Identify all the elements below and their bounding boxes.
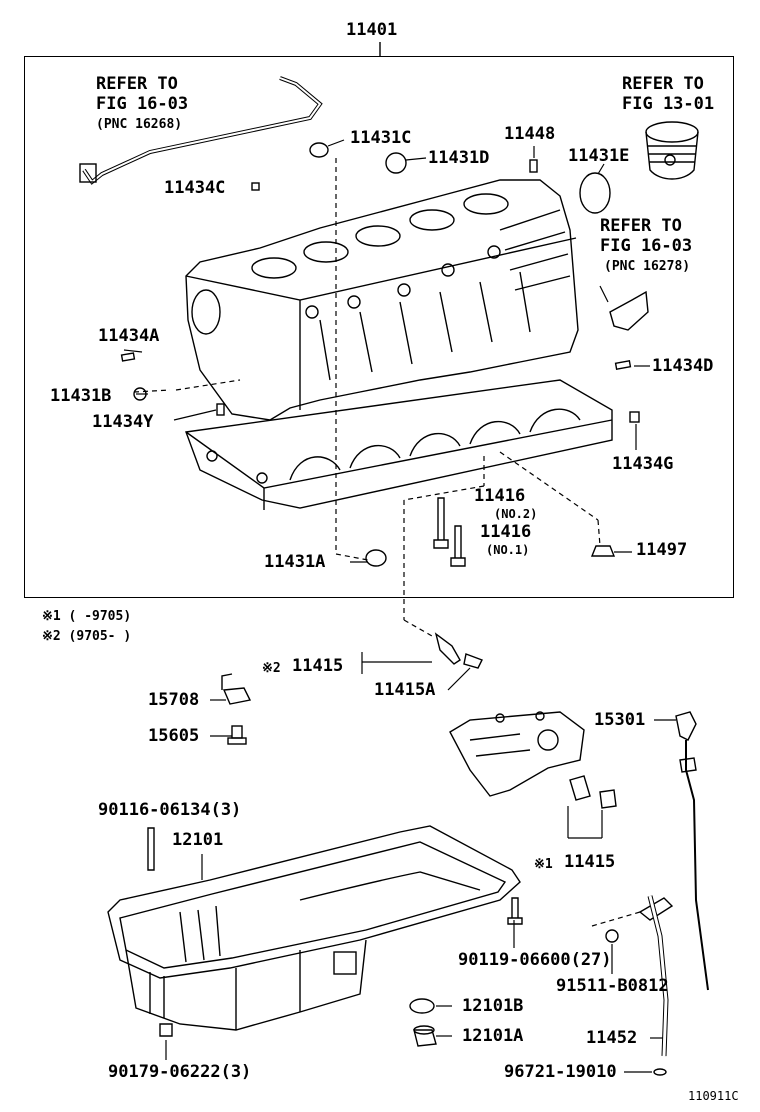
solid-leaders bbox=[123, 139, 676, 1073]
hose-fitting bbox=[79, 163, 97, 183]
bolt-11416-no2 bbox=[433, 497, 449, 549]
refer-right-top-line2: FIG 13-01 bbox=[622, 94, 715, 114]
label-15605: 15605 bbox=[148, 726, 200, 746]
mark-2: ※2 bbox=[262, 661, 281, 676]
breather-hose-inner bbox=[83, 77, 322, 184]
bolt-90119 bbox=[507, 897, 523, 925]
label-11415A: 11415A bbox=[374, 680, 436, 700]
label-11434Y: 11434Y bbox=[92, 412, 154, 432]
label-11431D: 11431D bbox=[428, 148, 490, 168]
label-91511: 91511-B0812 bbox=[556, 976, 669, 996]
plug-11431C bbox=[309, 142, 329, 158]
label-15301: 15301 bbox=[594, 710, 646, 730]
label-11431B: 11431B bbox=[50, 386, 112, 406]
plugs-11415-lower bbox=[569, 775, 617, 809]
part-11415-assembly bbox=[434, 632, 483, 669]
label-11401: 11401 bbox=[346, 20, 398, 40]
label-12101: 12101 bbox=[172, 830, 224, 850]
label-90119: 90119-06600(27) bbox=[458, 950, 612, 970]
label-11416-no1: 11416 bbox=[480, 522, 532, 542]
label-11497: 11497 bbox=[636, 540, 688, 560]
label-11434D: 11434D bbox=[652, 356, 714, 376]
pin-11448 bbox=[529, 159, 538, 173]
cylinder-block bbox=[185, 179, 579, 421]
label-11431C: 11431C bbox=[350, 128, 412, 148]
piston bbox=[645, 121, 699, 180]
label-11434G: 11434G bbox=[612, 454, 674, 474]
refer-right-mid-line2: FIG 16-03 bbox=[600, 236, 693, 256]
plug-11431A bbox=[365, 549, 387, 567]
label-11416-no2: 11416 bbox=[474, 486, 526, 506]
dashed-leaders bbox=[133, 158, 641, 927]
refer-left-line1: REFER TO bbox=[96, 74, 178, 94]
plug-15605 bbox=[227, 725, 247, 745]
bearing-cap-frame bbox=[185, 379, 613, 510]
gauge-guide-11452 bbox=[605, 895, 674, 1057]
diagram-frame bbox=[24, 56, 734, 598]
bolt-11416-no1 bbox=[450, 525, 466, 567]
label-90116: 90116-06134(3) bbox=[98, 800, 242, 820]
label-11452: 11452 bbox=[586, 1028, 638, 1048]
pin-11434C bbox=[251, 182, 260, 191]
gasket-12101B bbox=[409, 998, 435, 1014]
label-12101A: 12101A bbox=[462, 1026, 524, 1046]
note-11416-no2: (NO.2) bbox=[494, 507, 538, 521]
plug-11497 bbox=[590, 545, 616, 557]
label-12101B: 12101B bbox=[462, 996, 524, 1016]
note-1: ※1 ( -9705) bbox=[42, 609, 132, 624]
label-11431A: 11431A bbox=[264, 552, 326, 572]
refer-right-mid-line1: REFER TO bbox=[600, 216, 682, 236]
label-11415-upper: 11415 bbox=[292, 656, 344, 676]
oil-pump-body bbox=[449, 711, 585, 797]
note-2: ※2 (9705- ) bbox=[42, 629, 132, 644]
plug-11431E bbox=[579, 172, 611, 214]
oil-pan-12101 bbox=[107, 825, 521, 1031]
refer-left-line2: FIG 16-03 bbox=[96, 94, 189, 114]
label-15708: 15708 bbox=[148, 690, 200, 710]
label-11434C: 11434C bbox=[164, 178, 226, 198]
note-11416-no1: (NO.1) bbox=[486, 543, 530, 557]
pin-11434D bbox=[614, 360, 632, 370]
clip-96721 bbox=[653, 1068, 667, 1076]
label-11415-lower: 11415 bbox=[564, 852, 616, 872]
dipstick-15301 bbox=[675, 711, 709, 991]
pin-11434Y bbox=[216, 403, 225, 416]
refer-left-line3: (PNC 16268) bbox=[96, 117, 183, 132]
pin-11434A bbox=[120, 352, 136, 362]
plug-11431D bbox=[385, 152, 407, 174]
refer-right-mid-line3: (PNC 16278) bbox=[604, 259, 691, 274]
bolt-90116 bbox=[147, 827, 155, 871]
label-96721: 96721-19010 bbox=[504, 1062, 617, 1082]
label-11448: 11448 bbox=[504, 124, 556, 144]
pin-11434G bbox=[629, 411, 640, 423]
mark-1: ※1 bbox=[534, 857, 553, 872]
bolt-90179 bbox=[159, 1023, 173, 1037]
oil-strainer-15708 bbox=[221, 673, 252, 705]
label-11434A: 11434A bbox=[98, 326, 160, 346]
refer-right-top-line1: REFER TO bbox=[622, 74, 704, 94]
label-90179: 90179-06222(3) bbox=[108, 1062, 252, 1082]
drain-plug-12101A bbox=[413, 1025, 437, 1047]
label-11431E: 11431E bbox=[568, 146, 630, 166]
hose-fitting-right bbox=[609, 290, 649, 331]
figure-code: 110911C bbox=[688, 1089, 739, 1103]
